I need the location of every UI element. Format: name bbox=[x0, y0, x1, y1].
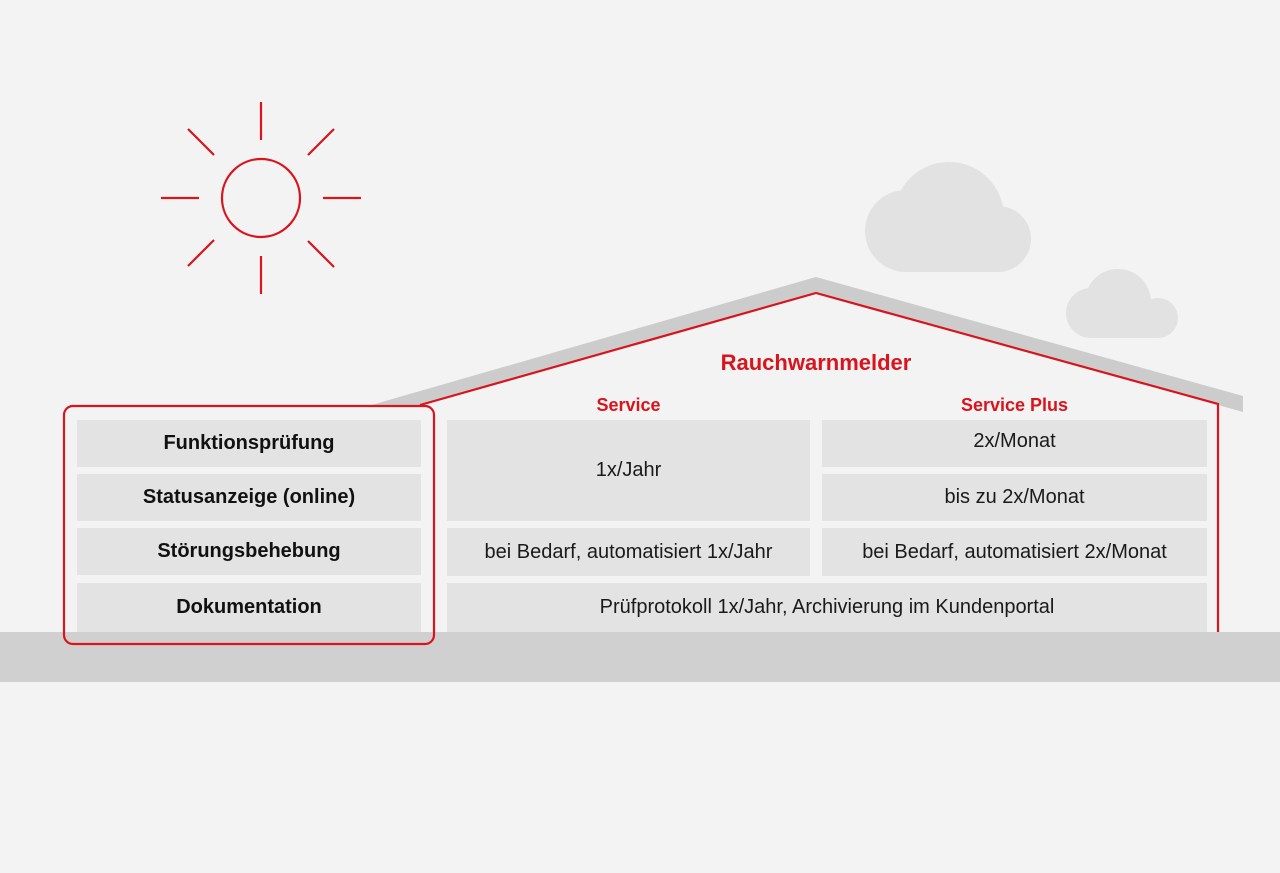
cell-service-plus-funktionspruefung: 2x/Monat bbox=[822, 420, 1207, 467]
cell-dokumentation-shared: Prüfprotokoll 1x/Jahr, Archivierung im K… bbox=[447, 583, 1207, 632]
diagram-title: Rauchwarnmelder bbox=[720, 350, 912, 375]
column-header-service: Service bbox=[596, 395, 661, 415]
cell-service-plus-stoerungsbehebung: bei Bedarf, automatisiert 2x/Monat bbox=[822, 528, 1207, 576]
label-frame bbox=[62, 404, 436, 646]
cloud-icon-small bbox=[1066, 269, 1178, 338]
house-outline bbox=[419, 291, 1220, 632]
row-label-statusanzeige: Statusanzeige (online) bbox=[77, 474, 421, 521]
sun-icon bbox=[161, 102, 361, 294]
ground-band bbox=[0, 632, 1280, 682]
row-label-funktionspruefung: Funktionsprüfung bbox=[77, 420, 421, 467]
cloud-icon bbox=[865, 162, 1031, 272]
cell-service-plus-statusanzeige: bis zu 2x/Monat bbox=[822, 474, 1207, 521]
row-label-dokumentation: Dokumentation bbox=[77, 583, 421, 632]
cell-service-stoerungsbehebung: bei Bedarf, automatisiert 1x/Jahr bbox=[447, 528, 810, 576]
row-label-stoerungsbehebung: Störungsbehebung bbox=[77, 528, 421, 575]
cell-service-merged-top: 1x/Jahr bbox=[447, 420, 810, 521]
column-header-service-plus: Service Plus bbox=[960, 395, 1069, 415]
